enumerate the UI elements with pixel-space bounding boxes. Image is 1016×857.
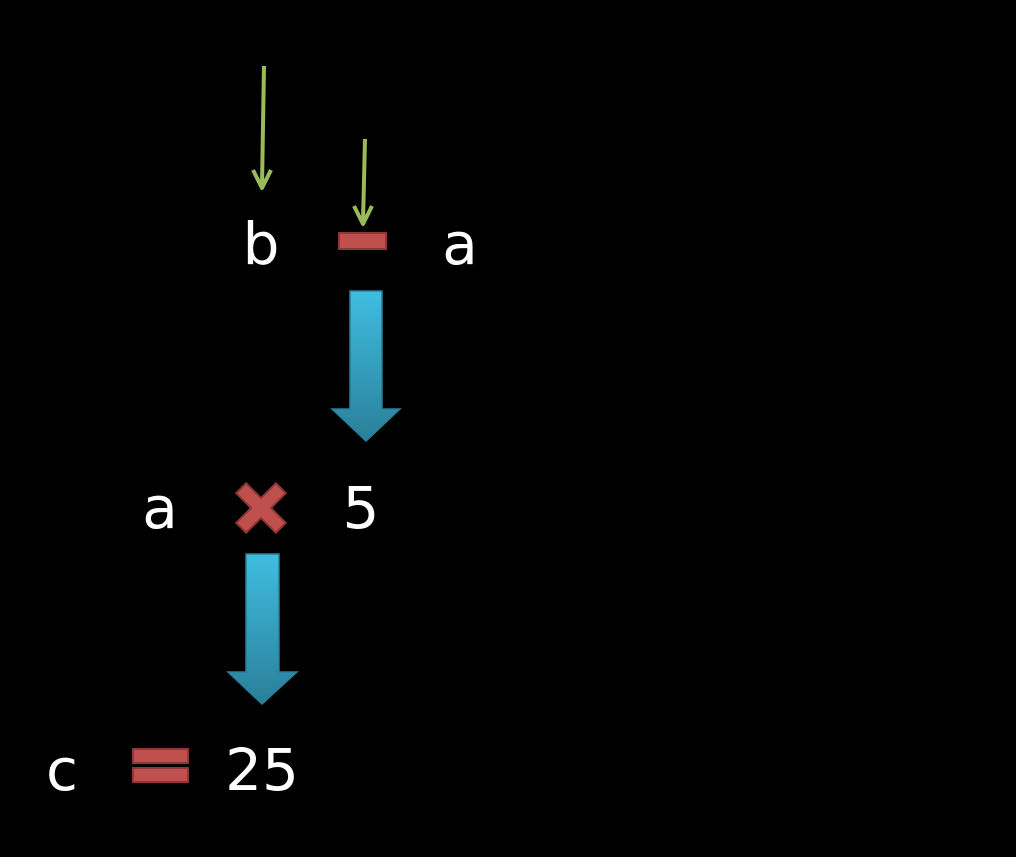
block-arrow-down-icon xyxy=(226,553,299,706)
block-arrow-down-icon xyxy=(330,290,402,443)
pointer-arrow-minus xyxy=(352,138,374,226)
term-b: b xyxy=(243,210,280,278)
equals-icon xyxy=(132,748,189,783)
multiply-icon xyxy=(234,481,288,535)
term-a-right: a xyxy=(442,210,478,278)
term-5: 5 xyxy=(343,474,380,542)
minus-icon xyxy=(338,232,387,250)
pointer-arrow-b xyxy=(251,65,273,190)
term-25: 25 xyxy=(225,736,299,804)
term-a-left: a xyxy=(142,474,178,542)
term-c: c xyxy=(46,736,78,804)
